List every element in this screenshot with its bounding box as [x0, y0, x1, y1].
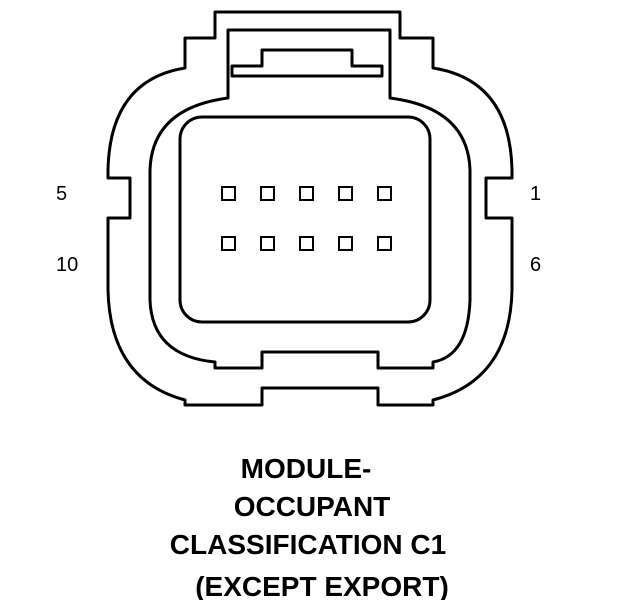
pin-label-1: 1	[530, 183, 541, 205]
pin-terminal	[377, 236, 392, 251]
pin-terminal	[338, 236, 353, 251]
caption-line-3: CLASSIFICATION C1	[170, 529, 446, 560]
pin-terminal	[221, 186, 236, 201]
caption-line-2: OCCUPANT	[234, 491, 391, 522]
pin-terminal	[260, 186, 275, 201]
pin-terminal	[299, 236, 314, 251]
caption-line-4: (EXCEPT EXPORT)	[195, 571, 449, 600]
pin-terminal	[221, 236, 236, 251]
pin-terminal	[377, 186, 392, 201]
connector-housing	[106, 10, 514, 407]
caption: MODULE- OCCUPANT CLASSIFICATION C1 (EXCE…	[170, 453, 449, 602]
pin-label-5: 5	[56, 183, 67, 205]
caption-line-1: MODULE-	[241, 453, 372, 484]
pin-grid	[221, 186, 392, 251]
latch	[230, 48, 384, 78]
pin-terminal	[299, 186, 314, 201]
pin-terminal	[338, 186, 353, 201]
pin-label-10: 10	[56, 254, 78, 276]
housing-outer-outline	[106, 10, 514, 407]
pin-cavity	[178, 115, 432, 324]
housing-inner-outline	[148, 28, 472, 370]
pin-terminal	[260, 236, 275, 251]
pin-label-6: 6	[530, 254, 541, 276]
